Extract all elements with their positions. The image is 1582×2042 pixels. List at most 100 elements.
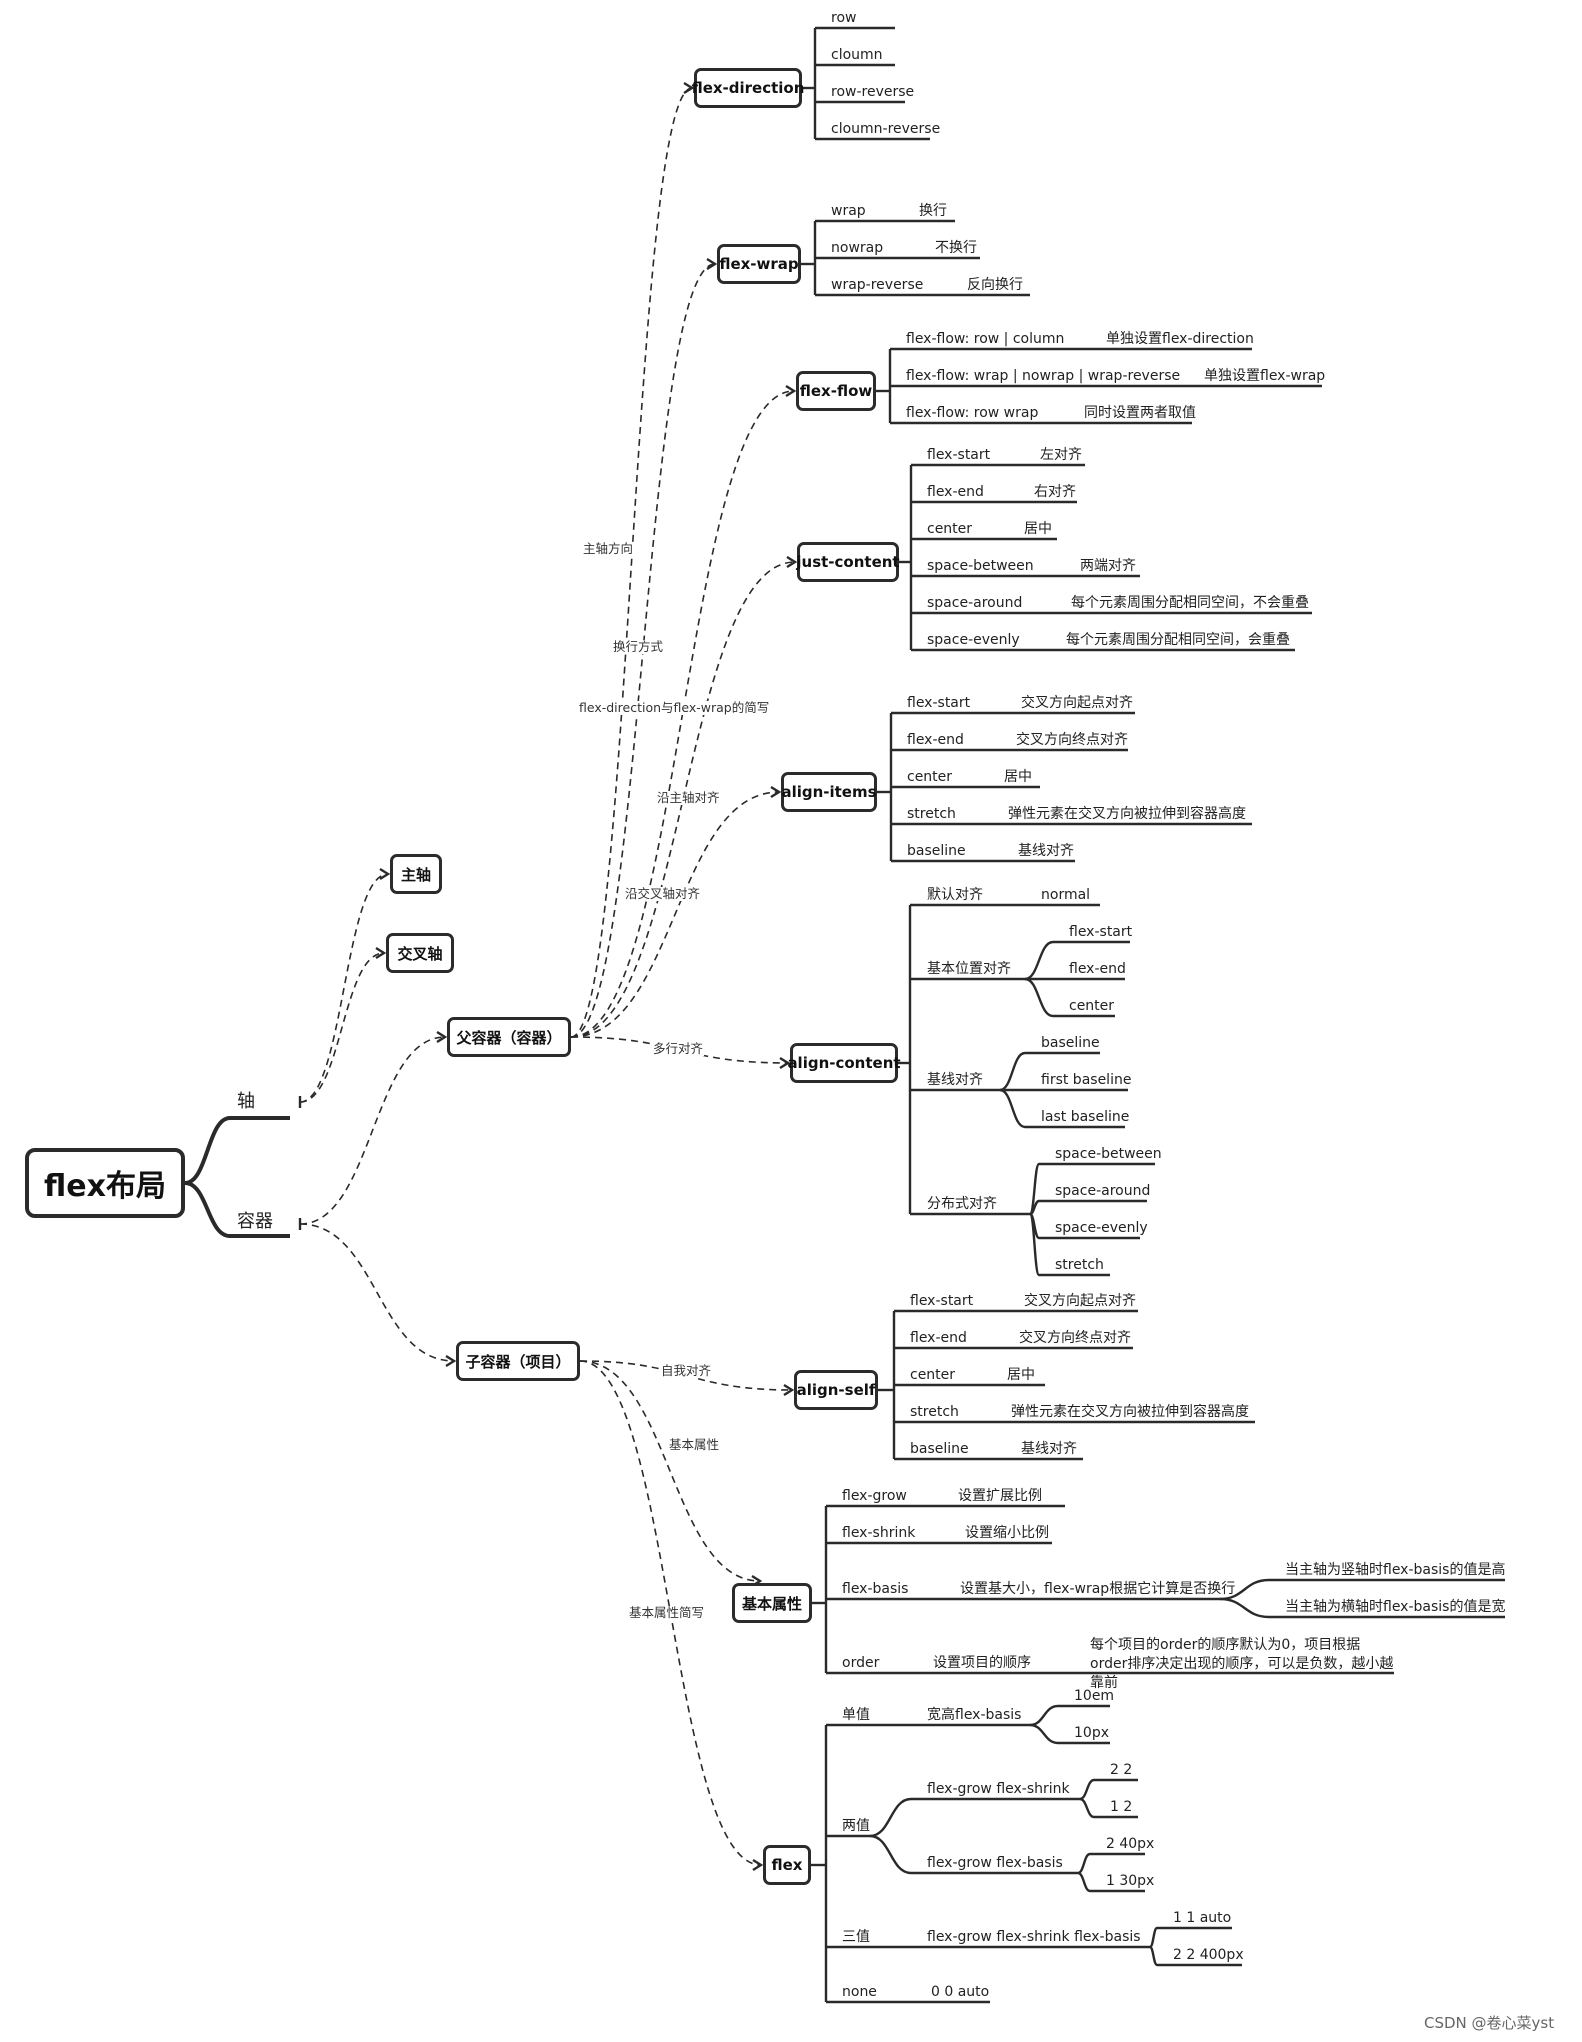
leaf-desc: 居中 xyxy=(1024,521,1052,537)
leaf-desc: 左对齐 xyxy=(1040,447,1082,463)
align-items-node[interactable]: align-items xyxy=(781,772,877,812)
sub-label: flex-grow flex-shrink flex-basis xyxy=(927,1929,1141,1945)
leaf-item: space-around xyxy=(1055,1183,1151,1199)
leaf-item: row xyxy=(831,10,857,26)
basis-sub-branch-1 xyxy=(1219,1597,1270,1619)
leaf-item: flex-flow: wrap | nowrap | wrap-reverse xyxy=(906,368,1181,384)
container-to-child xyxy=(299,1223,455,1362)
leaf-item: flex-flow: row wrap xyxy=(906,405,1039,421)
axis-label[interactable]: 轴 xyxy=(237,1091,255,1112)
leaf-item: flex-start xyxy=(927,447,991,463)
leaf-item: nowrap xyxy=(831,240,884,256)
arrow-child-2 xyxy=(752,1858,764,1872)
leaf-item: 2 2 xyxy=(1110,1762,1133,1778)
child-link-1 xyxy=(579,1360,761,1582)
watermark: CSDN @卷心菜yst xyxy=(1424,2014,1555,2032)
leaf-item: 1 1 auto xyxy=(1173,1910,1232,1926)
leaf-desc: 换行 xyxy=(919,203,947,219)
leaf-item: cloumn-reverse xyxy=(831,121,941,137)
sub-label: flex-grow flex-basis xyxy=(927,1855,1063,1871)
leaf-item: 1 30px xyxy=(1106,1873,1155,1889)
parent-container-node[interactable]: 父容器（容器） xyxy=(447,1017,571,1057)
flex-double-b-branch-0 xyxy=(1077,1852,1091,1875)
align-self-node[interactable]: align-self xyxy=(794,1370,878,1410)
leaf-item: space-around xyxy=(927,595,1023,611)
leaf-desc: 交叉方向起点对齐 xyxy=(1024,1293,1136,1309)
root-to-axis xyxy=(184,1116,231,1185)
parent-link-4 xyxy=(570,791,780,1038)
leaf-desc: 设置项目的顺序 xyxy=(933,1655,1031,1671)
leaf-desc: 每个元素周围分配相同空间，不会重叠 xyxy=(1071,595,1309,611)
child-container-node[interactable]: 子容器（项目） xyxy=(456,1341,580,1381)
leaf-item: flex-grow xyxy=(842,1488,907,1504)
leaf-item: order xyxy=(842,1655,880,1671)
flex-direction-node[interactable]: flex-direction xyxy=(692,68,804,108)
group-label: 三值 xyxy=(842,1929,870,1945)
leaf-desc: 弹性元素在交叉方向被拉伸到容器高度 xyxy=(1008,806,1246,822)
leaf-item: 2 40px xyxy=(1106,1836,1155,1852)
leaf-item: 默认对齐 xyxy=(927,887,983,903)
arrow-parent xyxy=(436,1030,448,1044)
group-label: 基本位置对齐 xyxy=(927,961,1011,977)
flex-wrap-node[interactable]: flex-wrap xyxy=(717,244,801,284)
edge-label-flex: 基本属性简写 xyxy=(628,1605,706,1620)
leaf-desc: 右对齐 xyxy=(1034,484,1076,500)
content-basic-branch-0 xyxy=(1024,940,1054,981)
flex-double-branch-0 xyxy=(869,1797,912,1838)
leaf-item: cloumn xyxy=(831,47,883,63)
leaf-item: 10em xyxy=(1074,1688,1115,1704)
leaf-item: space-between xyxy=(1055,1146,1162,1162)
leaf-desc: 0 0 auto xyxy=(931,1984,990,2000)
leaf-item: flex-start xyxy=(907,695,971,711)
leaf-item: center xyxy=(907,769,953,785)
leaf-desc: 居中 xyxy=(1007,1367,1035,1383)
axis-to-cross xyxy=(299,952,385,1103)
sub-label: flex-grow flex-shrink xyxy=(927,1781,1070,1797)
leaf-desc: 交叉方向终点对齐 xyxy=(1016,732,1128,748)
leaf-item: first baseline xyxy=(1041,1072,1132,1088)
leaf-item: flex-end xyxy=(1069,961,1126,977)
cross-axis-node[interactable]: 交叉轴 xyxy=(386,933,454,973)
flex-double-b-branch-1 xyxy=(1077,1871,1091,1893)
edge-label-content: 多行对齐 xyxy=(652,1041,705,1056)
leaf-item: 当主轴为竖轴时flex-basis的值是高 xyxy=(1285,1562,1506,1578)
container-label[interactable]: 容器 xyxy=(237,1211,273,1232)
group-label: 单值 xyxy=(842,1707,870,1723)
leaf-item: row-reverse xyxy=(831,84,915,100)
arrow-child-0 xyxy=(783,1383,795,1397)
leaf-item: space-between xyxy=(927,558,1034,574)
just-content-node[interactable]: just-content xyxy=(796,542,900,582)
leaf-item: center xyxy=(910,1367,956,1383)
basic-props-node[interactable]: 基本属性 xyxy=(732,1583,812,1623)
flex-single-branch-0 xyxy=(1029,1704,1059,1727)
leaf-desc: 基线对齐 xyxy=(1021,1441,1077,1457)
leaf-desc: 两端对齐 xyxy=(1080,558,1136,574)
leaf-item: stretch xyxy=(907,806,956,822)
axis-to-main xyxy=(299,873,389,1103)
sub-label: 宽高flex-basis xyxy=(927,1707,1022,1723)
arrow-parent-0 xyxy=(683,81,695,95)
leaf-item: flex-flow: row | column xyxy=(906,331,1065,347)
align-content-node[interactable]: align-content xyxy=(787,1043,901,1083)
leaf-desc: 设置扩展比例 xyxy=(958,1488,1042,1504)
leaf-item: flex-end xyxy=(927,484,984,500)
leaf-desc: 单独设置flex-wrap xyxy=(1204,368,1326,384)
arrow-cross xyxy=(375,946,387,960)
content-basic-branch-2 xyxy=(1024,977,1054,1018)
leaf-item: wrap-reverse xyxy=(831,277,924,293)
group-label: 分布式对齐 xyxy=(927,1196,997,1212)
content-baseline-branch-2 xyxy=(999,1088,1026,1129)
leaf-item: wrap xyxy=(831,203,866,219)
leaf-item: flex-start xyxy=(1069,924,1133,940)
arrow-parent-4 xyxy=(770,785,782,799)
edge-label-self: 自我对齐 xyxy=(660,1363,713,1378)
leaf-item: baseline xyxy=(910,1441,969,1457)
arrow-parent-1 xyxy=(706,257,718,271)
main-axis-node[interactable]: 主轴 xyxy=(390,854,442,894)
root-node[interactable]: flex布局 xyxy=(25,1148,185,1218)
flex-node[interactable]: flex xyxy=(763,1845,811,1885)
leaf-desc: 弹性元素在交叉方向被拉伸到容器高度 xyxy=(1011,1404,1249,1420)
flex-flow-node[interactable]: flex-flow xyxy=(796,371,876,411)
leaf-item: baseline xyxy=(1041,1035,1100,1051)
